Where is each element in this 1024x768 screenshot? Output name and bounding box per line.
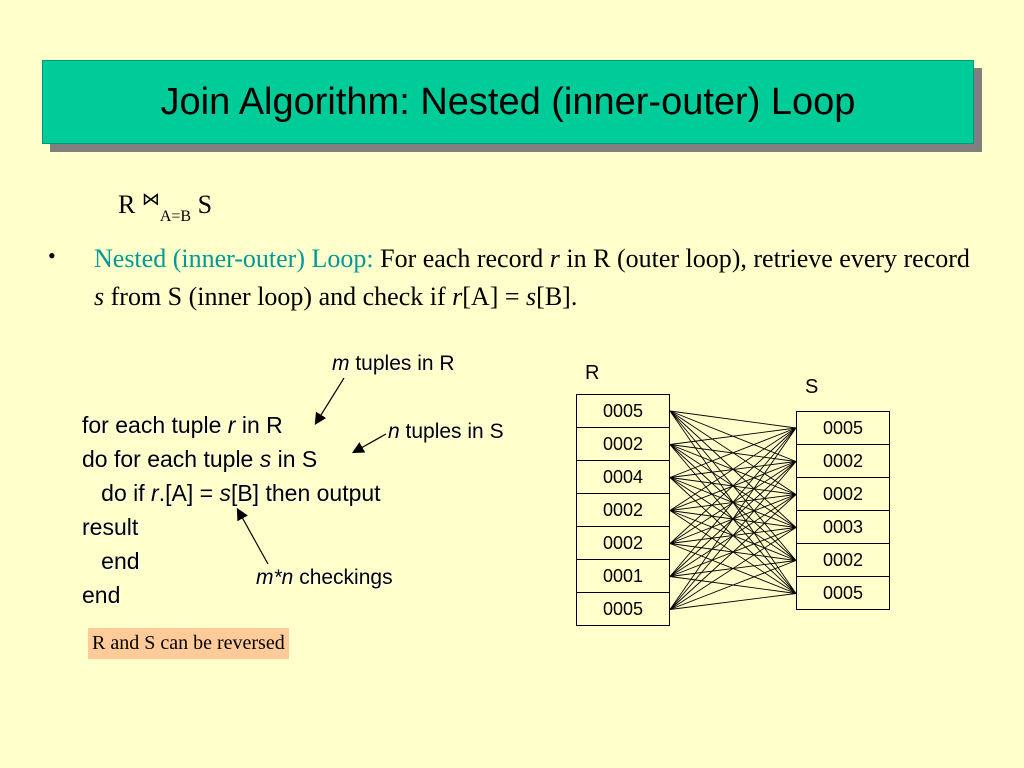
relation-r-cell: 0004 [576,461,670,494]
bullet-text-5: [B]. [536,282,578,311]
join-lines [669,410,797,610]
arrow-n-tuples [351,433,387,454]
comparison-line [669,427,797,478]
relation-s-cell: 0005 [796,411,890,445]
bullet-text-4: [A] = [462,282,527,311]
relation-s-cell: 0003 [796,511,890,544]
relation-r-cell: 0002 [576,428,670,461]
comparison-line [669,427,797,511]
relation-s-cell: 0005 [796,577,890,610]
comparison-line [669,560,797,610]
bullet-text-2: in R (outer loop), retrieve every record [559,244,970,273]
annotation-m-tuples: m tuples in R [332,352,455,375]
comparison-line [669,427,797,544]
annotation-checkings: m*n checkings [256,566,393,589]
bullet-var-s2: s [526,282,537,311]
comparison-line [669,427,797,610]
relation-r-cell: 0001 [576,560,670,593]
bullet-var-r2: r [452,282,463,311]
formula-condition: A=B [159,208,192,225]
title-banner: Join Algorithm: Nested (inner-outer) Loo… [42,60,974,144]
code-line-5: end [82,548,140,574]
comparison-line [669,527,797,610]
join-operator-icon: ⋈ [141,189,160,209]
code-line-4: result [82,514,139,540]
formula-left: R [118,190,136,219]
relation-r-cell: 0005 [576,394,670,428]
relation-s-cell: 0002 [796,544,890,577]
slide-title: Join Algorithm: Nested (inner-outer) Loo… [160,80,856,123]
relation-r-cell: 0002 [576,527,670,560]
comparison-line [669,461,797,610]
relation-r-label: R [585,362,600,384]
comparison-line [669,427,797,445]
comparison-line [669,410,797,429]
comparison-line [669,494,797,610]
bullet-var-s: s [94,282,105,311]
code-line-2: do for each tuple s in S [82,446,318,472]
code-line-3: do if r.[A] = s[B] then output [82,480,381,506]
relation-s-cell: 0002 [796,445,890,478]
pseudocode-block: for each tuple r in R do for each tuple … [82,408,381,612]
bullet-text-3: from S (inner loop) and check if [104,282,453,311]
arrow-m-tuples [314,377,345,426]
reversal-note: R and S can be reversed [88,628,289,659]
bullet-text: Nested (inner-outer) Loop: For each reco… [94,240,974,316]
relation-s-cell: 0002 [796,478,890,511]
bullet-text-1: For each record [373,244,550,273]
comparison-line [669,593,797,610]
annotation-n-tuples: n tuples in S [388,420,504,443]
arrow-checkings [236,507,269,565]
bullet-icon: • [48,243,56,268]
bullet-var-r: r [549,244,560,273]
code-line-1: for each tuple r in R [82,412,283,438]
formula-right: S [197,190,213,219]
code-line-6: end [82,582,121,608]
relation-r-cell: 0002 [576,494,670,527]
join-formula: R ⋈A=B S [118,189,213,225]
comparison-line [669,427,797,577]
bullet-lead: Nested (inner-outer) Loop: [94,244,374,273]
relation-s-label: S [805,376,819,398]
relation-r-cell: 0005 [576,593,670,626]
